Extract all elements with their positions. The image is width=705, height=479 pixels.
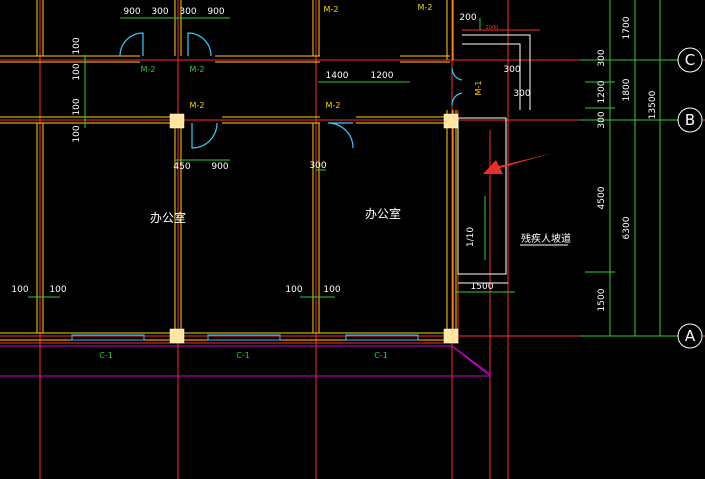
dim-1500-ramp: 1500 bbox=[471, 282, 494, 292]
dim-100-5: 100 bbox=[11, 285, 28, 295]
door-tag-m2-6: M-2 bbox=[326, 101, 341, 110]
walls bbox=[0, 0, 458, 341]
room-label-office-right: 办公室 bbox=[365, 206, 401, 221]
dim-right-4500: 4500 bbox=[597, 186, 607, 209]
outer-outline bbox=[0, 345, 491, 377]
columns bbox=[169, 113, 459, 344]
ramp-label: 残疾人坡道 bbox=[521, 232, 571, 245]
dim-100-8: 100 bbox=[323, 285, 340, 295]
dim-right-1700: 1700 bbox=[622, 16, 632, 39]
axis-bubble-a bbox=[677, 323, 703, 349]
annotation-arrow bbox=[483, 153, 553, 174]
dim-right-1800: 1800 bbox=[622, 78, 632, 101]
ramp-slope: 1/10 bbox=[466, 227, 476, 247]
dim-300-right: 300 bbox=[179, 7, 196, 17]
dim-right-13500: 13500 bbox=[648, 90, 658, 119]
dim-100-6: 100 bbox=[49, 285, 66, 295]
dim-100-1: 100 bbox=[72, 37, 82, 54]
dim-900-left: 900 bbox=[123, 7, 140, 17]
axis-label-a: A bbox=[685, 327, 696, 345]
window-tag-2: C-1 bbox=[236, 351, 250, 360]
door-tag-m2-1: M-2 bbox=[324, 5, 339, 14]
dim-100-2: 100 bbox=[72, 63, 82, 80]
dim-900-right: 900 bbox=[207, 7, 224, 17]
dim-100-3: 100 bbox=[72, 98, 82, 115]
dim-1200: 1200 bbox=[371, 71, 394, 81]
wall-outer bbox=[0, 110, 459, 344]
dim-2000: 2000 bbox=[486, 25, 499, 31]
dim-200: 200 bbox=[459, 13, 476, 23]
door-tag-m2-5: M-2 bbox=[190, 101, 205, 110]
axis-bubble-b bbox=[677, 107, 703, 133]
door-tag-m2-3: M-2 bbox=[141, 65, 156, 74]
dim-100-4: 100 bbox=[72, 125, 82, 142]
dim-300-lower: 300 bbox=[513, 89, 530, 99]
door-tag-m1: M-1 bbox=[474, 81, 483, 96]
dim-300-upper: 300 bbox=[503, 65, 520, 75]
axis-label-c: C bbox=[685, 51, 695, 69]
dim-right-1500: 1500 bbox=[597, 288, 607, 311]
room-label-office-left: 办公室 bbox=[150, 210, 186, 225]
window-tag-1: C-1 bbox=[99, 351, 113, 360]
dim-right-1200: 1200 bbox=[597, 80, 607, 103]
ramp-structure bbox=[457, 34, 531, 284]
dim-300-left: 300 bbox=[151, 7, 168, 17]
dim-right-300b: 300 bbox=[597, 111, 607, 128]
dim-1400: 1400 bbox=[326, 71, 349, 81]
door-tag-m2-2: M-2 bbox=[418, 3, 433, 12]
axis-bubble-c bbox=[677, 47, 703, 73]
dim-right-300a: 300 bbox=[597, 49, 607, 66]
window-tag-3: C-1 bbox=[374, 351, 388, 360]
door-tag-m2-4: M-2 bbox=[190, 65, 205, 74]
dim-450: 450 bbox=[173, 162, 190, 172]
dim-300-door: 300 bbox=[309, 161, 326, 171]
axis-label-b: B bbox=[685, 111, 695, 129]
dim-right-6300: 6300 bbox=[622, 216, 632, 239]
windows bbox=[71, 334, 419, 341]
dim-lines bbox=[28, 0, 680, 337]
doors bbox=[119, 32, 463, 149]
dim-900-door: 900 bbox=[211, 162, 228, 172]
axis-bubbles bbox=[677, 47, 703, 349]
dim-100-7: 100 bbox=[285, 285, 302, 295]
